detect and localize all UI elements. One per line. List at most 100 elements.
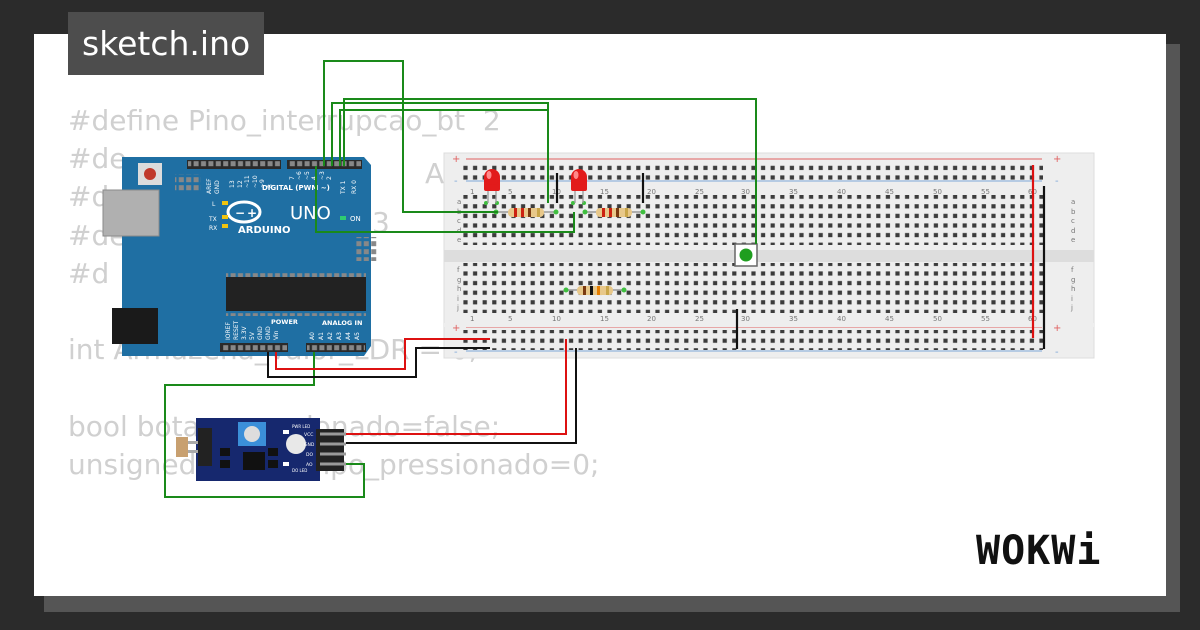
column-number: 25: [695, 315, 704, 323]
wire-black-gnd: [267, 347, 490, 378]
svg-text:RX 0: RX 0: [351, 180, 358, 194]
column-number: 35: [789, 315, 798, 323]
svg-text:~5: ~5: [304, 171, 311, 180]
column-number: 55: [981, 315, 990, 323]
code-fragment: A: [425, 157, 444, 190]
column-number: 1: [470, 188, 474, 196]
row-letter: f: [1071, 266, 1074, 274]
reset-button[interactable]: [144, 168, 156, 180]
rail-plus-label: +: [1053, 154, 1061, 165]
rail-plus-label: +: [452, 154, 460, 165]
svg-text:13: 13: [229, 180, 236, 188]
column-number: 50: [933, 315, 942, 323]
usb-port: [102, 189, 160, 237]
row-letter: h: [457, 285, 461, 293]
svg-text:8: 8: [267, 184, 274, 188]
column-number: 20: [647, 315, 656, 323]
icsp-header: [175, 174, 201, 192]
arduino-logo-icon: [226, 200, 262, 224]
wire-green-button: [343, 98, 757, 244]
red-led-1[interactable]: [484, 169, 500, 203]
board-brand: ARDUINO: [238, 225, 290, 236]
column-number: 5: [508, 188, 512, 196]
svg-text:TX 1: TX 1: [340, 180, 347, 195]
wire-green-led2-anode: [331, 102, 549, 203]
code-line: #de: [68, 142, 127, 176]
svg-text:5V: 5V: [249, 331, 256, 340]
svg-text:4: 4: [311, 176, 318, 180]
column-number: 20: [647, 188, 656, 196]
column-number: 55: [981, 188, 990, 196]
push-button[interactable]: [734, 243, 758, 267]
svg-text:A1: A1: [318, 332, 325, 340]
row-letter: a: [457, 198, 461, 206]
wire-green-led2: [315, 166, 575, 233]
svg-text:GND: GND: [214, 180, 221, 194]
digital-pin-labels: AREF GND 13 12 ~11 ~10 ~9 8 7 ~6 ~5 4 ~3…: [206, 171, 358, 195]
row-letter: j: [456, 304, 459, 312]
svg-text:A2: A2: [327, 332, 334, 340]
resistor-1[interactable]: [496, 208, 556, 217]
rail-minus-label: -: [454, 176, 458, 187]
svg-text:−: −: [235, 206, 245, 220]
atmega-chip: [226, 277, 366, 311]
svg-text:~3: ~3: [319, 171, 326, 180]
wire-green-ao: [164, 352, 365, 498]
wire-red-5v: [275, 338, 490, 370]
board-name: UNO: [290, 203, 331, 224]
breadboard[interactable]: 1 5 10 15 20 25 30 35 40 45 50 55 60 1 5…: [443, 152, 1095, 359]
code-line: #d: [68, 256, 110, 290]
wire-red-vcc: [346, 339, 567, 435]
row-letter: e: [1071, 236, 1075, 244]
column-number: 30: [741, 188, 750, 196]
svg-text:+: +: [247, 206, 257, 220]
svg-text:IOREF: IOREF: [225, 322, 232, 340]
wokwi-logo: WOKWi: [976, 528, 1102, 574]
row-letter: f: [457, 266, 460, 274]
wire-black-ldr-gnd: [346, 348, 577, 444]
svg-text:GND: GND: [265, 326, 272, 340]
rail-minus-label: -: [454, 347, 458, 358]
row-letter: c: [457, 217, 461, 225]
red-led-2[interactable]: [571, 169, 587, 203]
row-letter: h: [1071, 285, 1075, 293]
ldr-pin-label: AO: [306, 462, 313, 468]
column-number: 10: [552, 315, 561, 323]
file-title[interactable]: sketch.ino: [68, 12, 265, 75]
resistor-2[interactable]: [585, 208, 643, 217]
row-letter: g: [1071, 276, 1075, 284]
ldr-led-label: DO LED: [292, 468, 307, 473]
svg-text:3.3V: 3.3V: [241, 325, 248, 340]
row-letter: i: [1071, 295, 1073, 303]
column-number: 45: [885, 315, 894, 323]
arduino-uno[interactable]: − + UNO ARDUINO DIGITAL (PWM ~) POWER AN…: [102, 157, 377, 356]
wire-green-d3: [339, 109, 548, 166]
power-pin-labels: IOREF RESET 3.3V 5V GND GND Vin A0 A1 A2…: [225, 320, 361, 340]
svg-text:~10: ~10: [252, 175, 259, 188]
code-line: #d: [68, 180, 110, 214]
ldr-led-label: PWR LED: [292, 424, 310, 429]
code-fragment: 3: [372, 206, 390, 239]
icsp-header-2: [355, 237, 377, 261]
svg-text:RESET: RESET: [233, 320, 240, 340]
column-number: 1: [470, 315, 474, 323]
svg-text:~11: ~11: [244, 175, 251, 188]
svg-text:2: 2: [326, 176, 333, 180]
ldr-module[interactable]: PWR LED DO LED VCC GND DO AO: [176, 418, 346, 481]
power-jack: [112, 308, 158, 344]
on-label: ON: [350, 215, 361, 223]
rail-plus-label: +: [452, 323, 460, 334]
led-tx-label: TX: [208, 216, 217, 223]
column-number: 15: [600, 315, 609, 323]
row-letter: a: [1071, 198, 1075, 206]
row-letter: j: [1070, 304, 1073, 312]
row-letter: g: [457, 276, 461, 284]
analog-header-label: ANALOG IN: [322, 319, 362, 327]
digital-header-label: DIGITAL (PWM ~): [262, 184, 330, 192]
resistor-3[interactable]: [566, 286, 624, 295]
rail-minus-label: -: [1055, 176, 1059, 187]
svg-text:A0: A0: [309, 332, 316, 340]
svg-text:Vin: Vin: [273, 330, 280, 340]
column-number: 45: [885, 188, 894, 196]
